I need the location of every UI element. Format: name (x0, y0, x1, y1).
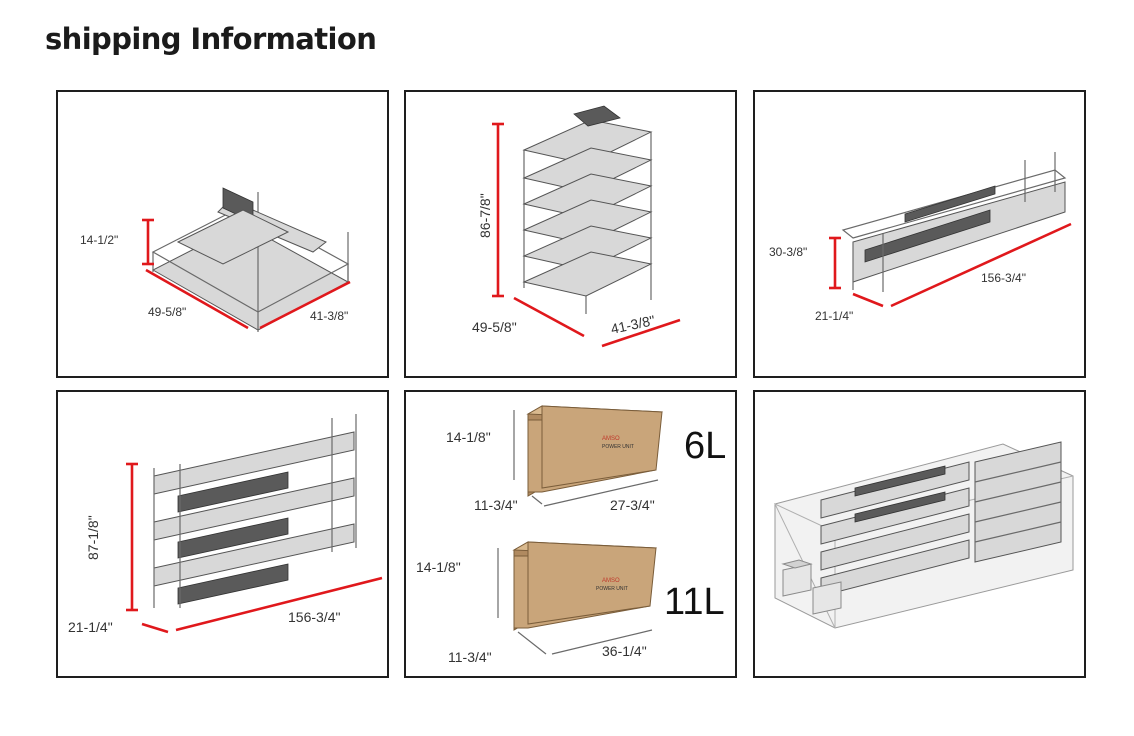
carton-label: POWER UNIT (602, 444, 634, 450)
container-drawing (773, 441, 1074, 629)
dim-height-label: 87-1/8" (85, 515, 101, 560)
dim-lines (492, 122, 681, 348)
dim-depth-label: 21-1/4" (68, 619, 113, 635)
carton-brand: AMSO (602, 578, 620, 584)
rack-stack-image: 86-7/8" 49-5/8" 41-3/8" (404, 90, 737, 378)
rack-base-image: 14-1/2" 49-5/8" 41-3/8" (56, 90, 389, 378)
dim-6l-length: 27-3/4" (610, 497, 655, 513)
dim-height-label: 14-1/2" (80, 233, 118, 247)
dim-lines (126, 462, 383, 634)
model-6l-label: 6L (684, 425, 726, 467)
dim-height-label: 30-3/8" (769, 245, 807, 259)
rail-unit-drawing (841, 152, 1067, 292)
model-11l-label: 11L (664, 581, 725, 623)
loaded-racks (820, 441, 1062, 597)
carton-brand: AMSO (602, 436, 620, 442)
carton-stack (781, 559, 842, 615)
dim-6l-depth: 11-3/4" (474, 497, 518, 513)
shipping-image-grid: 14-1/2" 49-5/8" 41-3/8" (56, 90, 1088, 682)
rail-stack-image: 87-1/8" 21-1/4" 156-3/4" (56, 390, 389, 678)
dim-length-label: 156-3/4" (981, 271, 1026, 285)
dim-depth-label: 41-3/8" (609, 312, 656, 337)
dim-11l-height: 14-1/8" (416, 559, 461, 575)
dim-11l-length: 36-1/4" (602, 643, 647, 659)
page-title: shipping Information (45, 22, 377, 56)
rail-unit-image: 30-3/8" 21-1/4" 156-3/4" (753, 90, 1086, 378)
dim-width-label: 49-5/8" (472, 319, 517, 335)
dim-6l-height: 14-1/8" (446, 429, 491, 445)
rack-base-drawing (151, 187, 350, 332)
dim-width-label: 49-5/8" (148, 305, 186, 319)
rail-stack-drawing (153, 414, 357, 608)
dim-lines (142, 218, 351, 330)
dim-length-label: 156-3/4" (288, 609, 340, 625)
dim-depth-label: 41-3/8" (310, 309, 348, 323)
power-unit-boxes-image: AMSO POWER UNIT 14-1/8" 11-3/4" 27-3/4" … (404, 390, 737, 678)
carton-11l: AMSO POWER UNIT (497, 541, 657, 655)
container-loading-image (753, 390, 1086, 678)
dim-11l-depth: 11-3/4" (448, 649, 492, 665)
dim-height-label: 86-7/8" (477, 193, 493, 238)
carton-6l: AMSO POWER UNIT (513, 405, 663, 507)
dim-lines (829, 222, 1072, 308)
rack-stack-drawing (522, 105, 653, 314)
carton-label: POWER UNIT (596, 586, 628, 592)
dim-depth-label: 21-1/4" (815, 309, 853, 323)
